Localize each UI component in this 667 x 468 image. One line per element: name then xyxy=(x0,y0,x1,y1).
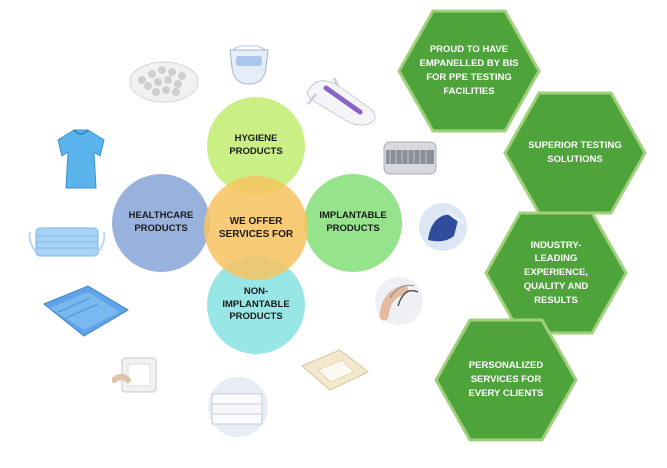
hygiene-products-label: HYGIENE PRODUCTS xyxy=(229,133,283,157)
hexagon-personalized-services-label: PERSONALIZED SERVICES FOR EVERY CLIENTS xyxy=(468,360,544,399)
center-circle: WE OFFER SERVICES FOR xyxy=(204,176,308,280)
diaper-icon xyxy=(226,44,272,93)
gauze-roll-icon xyxy=(380,136,440,185)
implantable-products-circle: IMPLANTABLE PRODUCTS xyxy=(304,174,402,272)
sanitary-pad-icon xyxy=(302,74,382,135)
gloved-hand-icon xyxy=(418,202,468,257)
surgical-drape-icon xyxy=(40,282,132,345)
healthcare-products-circle: HEALTHCARE PRODUCTS xyxy=(112,174,210,272)
hexagon-bis-ppe-label: PROUD TO HAVE EMPANELLED BY BIS FOR PPE … xyxy=(419,44,519,97)
gauze-swabs-icon xyxy=(200,376,276,443)
hexagon-industry-leading-label: INDUSTRY- LEADING EXPERIENCE, QUALITY AN… xyxy=(523,239,589,306)
bandage-pad-icon xyxy=(111,350,166,405)
surgical-gown-icon xyxy=(52,126,110,197)
face-mask-icon xyxy=(28,222,106,267)
cotton-pads-icon xyxy=(128,58,200,109)
wound-dressing-icon xyxy=(296,346,372,399)
hexagon-personalized-services: PERSONALIZED SERVICES FOR EVERY CLIENTS xyxy=(434,318,578,442)
implantable-products-label: IMPLANTABLE PRODUCTS xyxy=(319,210,387,234)
hexagon-superior-testing: SUPERIOR TESTING SOLUTIONS xyxy=(503,91,647,215)
hexagon-industry-leading: INDUSTRY- LEADING EXPERIENCE, QUALITY AN… xyxy=(484,211,628,335)
hexagon-superior-testing-label: SUPERIOR TESTING SOLUTIONS xyxy=(528,140,622,165)
non-implantable-products-label: NON- IMPLANTABLE PRODUCTS xyxy=(222,285,290,323)
suture-needle-icon xyxy=(374,276,424,331)
hexagon-bis-ppe: PROUD TO HAVE EMPANELLED BY BIS FOR PPE … xyxy=(397,9,541,133)
healthcare-products-label: HEALTHCARE PRODUCTS xyxy=(128,210,194,234)
center-label: WE OFFER SERVICES FOR xyxy=(218,215,294,241)
